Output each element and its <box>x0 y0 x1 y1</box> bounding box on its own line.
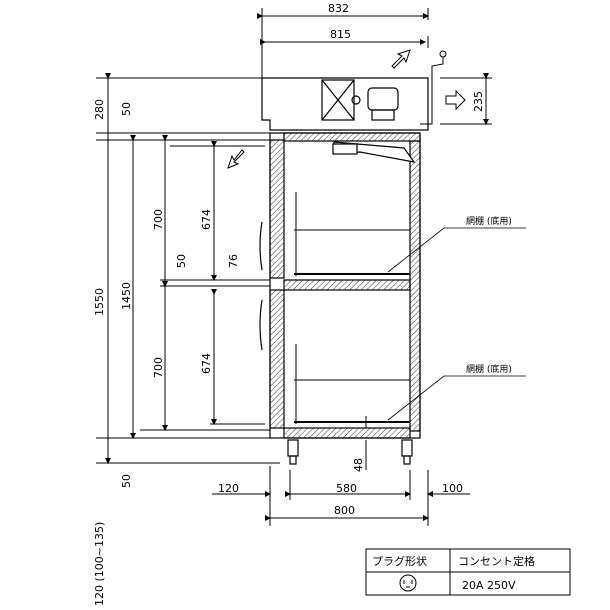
dim-door-gap: 76 <box>227 254 240 268</box>
dim-divider: 50 <box>175 254 188 268</box>
dim-inner-height: 1450 <box>120 282 133 310</box>
left-dimension-lines <box>96 73 280 464</box>
dim-right-offset: 100 <box>442 482 463 495</box>
airflow-arrow-icon <box>227 49 466 169</box>
table-header-outlet: コンセント定格 <box>458 554 535 568</box>
dim-top-section: 280 <box>93 99 106 120</box>
power-cord-icon <box>420 50 447 125</box>
cabinet-body <box>259 77 429 465</box>
dim-left-offset: 120 <box>218 482 239 495</box>
dim-body-width: 815 <box>330 28 351 41</box>
label-shelf-upper: 網棚 (底用) <box>466 215 512 227</box>
label-shelf-lower: 網棚 (底用) <box>466 363 512 375</box>
table-rating: 20A 250V <box>462 579 516 592</box>
dim-overall-width: 832 <box>328 2 349 15</box>
spec-table <box>365 548 571 596</box>
dim-total-height: 1550 <box>93 288 106 316</box>
dim-235-lines <box>440 73 492 125</box>
dim-leg-height: 120 (100~135) <box>93 522 106 606</box>
dim-upper-shelf: 674 <box>200 209 213 230</box>
dim-top-right-height: 235 <box>472 91 485 112</box>
dim-lower-compartment: 700 <box>152 357 165 378</box>
dim-depth: 800 <box>334 504 355 517</box>
wire-shelves <box>294 192 411 428</box>
table-header-plug: プラグ形状 <box>372 554 427 568</box>
shelf-leaders <box>387 227 526 421</box>
bottom-dimension-lines <box>212 466 470 526</box>
plug-shape-icon <box>399 574 417 592</box>
dim-base-offset: 50 <box>120 474 133 488</box>
dim-shelf-bottom: 48 <box>352 458 365 472</box>
dim-upper-compartment: 700 <box>152 209 165 230</box>
dim-shelf-width: 580 <box>336 482 357 495</box>
dim-top-offset: 50 <box>120 102 133 116</box>
dim-lower-shelf: 674 <box>200 353 213 374</box>
